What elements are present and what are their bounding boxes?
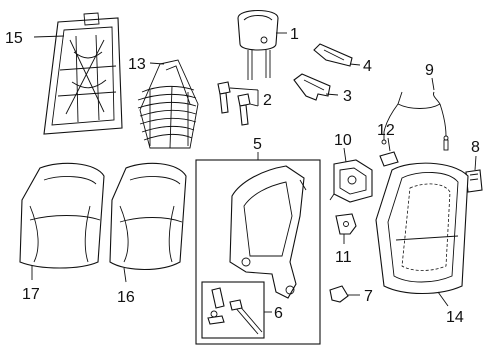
callout-14: 14 [446, 309, 464, 326]
callout-10: 10 [334, 132, 352, 149]
part-17-seatback-cover [19, 162, 105, 269]
part-1-headrest [237, 9, 279, 80]
part-11-latch [335, 213, 357, 235]
part-6-fastener-box [201, 281, 265, 339]
part-3-bracket [293, 73, 331, 101]
callout-7: 7 [364, 288, 373, 305]
callout-13: 13 [128, 56, 146, 73]
part-10-mechanism [329, 159, 373, 203]
callout-4: 4 [363, 58, 372, 75]
part-7-clip [329, 285, 349, 303]
part-13-wire-frame [137, 59, 199, 149]
callout-15: 15 [5, 30, 23, 47]
callout-2: 2 [263, 92, 272, 109]
part-14-seatback-shell [375, 162, 469, 295]
callout-17: 17 [22, 286, 40, 303]
callout-9: 9 [425, 62, 434, 79]
callout-3: 3 [343, 88, 352, 105]
part-2-headrest-guides [217, 81, 251, 126]
part-5-frame-box [195, 152, 321, 345]
callout-1: 1 [290, 26, 299, 43]
callout-5: 5 [253, 136, 262, 153]
part-4-bracket [313, 43, 353, 67]
callout-6: 6 [274, 305, 283, 322]
callout-11: 11 [335, 249, 352, 266]
part-9-cable [381, 91, 449, 151]
callout-16: 16 [117, 289, 135, 306]
part-8-connector [465, 169, 483, 193]
callout-8: 8 [471, 139, 480, 156]
part-15-seatback-panel [43, 12, 123, 135]
callout-12: 12 [377, 122, 395, 139]
part-12-clip [379, 151, 399, 167]
part-16-seatback-cover [109, 162, 187, 270]
